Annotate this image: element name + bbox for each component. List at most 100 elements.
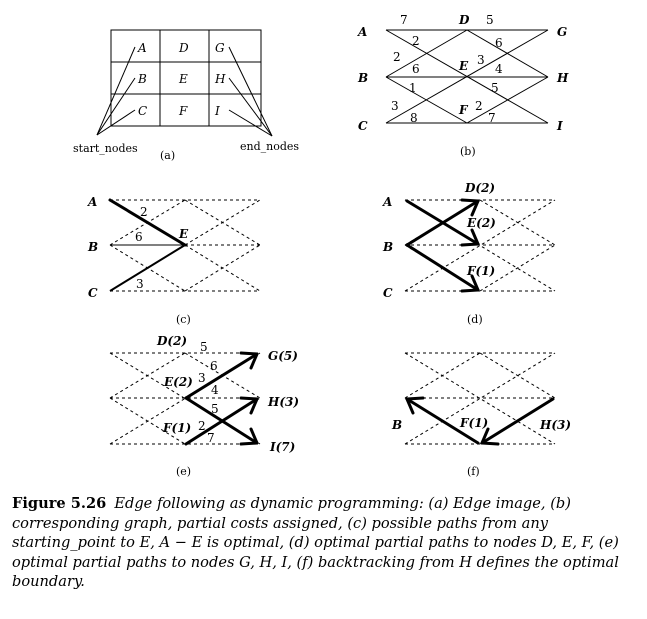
panel-e: D(2) E(2) F(1) G(5) H(3) I(7) 5 6 3 4 5 … (109, 334, 299, 478)
node-A: A (382, 195, 392, 209)
node-C: C (358, 119, 368, 133)
figure-caption-text: Edge following as dynamic programming: (… (12, 495, 619, 590)
node-label-F: F(1) (466, 264, 495, 278)
cost-DH: 6 (495, 36, 503, 50)
optimal-arrow-E-I (184, 396, 259, 445)
node-label-F: F(1) (459, 416, 488, 430)
cost-DG: 5 (486, 13, 494, 27)
panel-b: A D G B E H C F I 7 5 2 6 2 6 3 4 1 5 3 … (357, 13, 569, 158)
panel-caption-e: (e) (176, 465, 191, 478)
cost-DG: 5 (200, 340, 208, 354)
node-label-E: E(2) (466, 216, 496, 230)
node-I: I (556, 119, 563, 133)
grid-cell-G: G (215, 41, 225, 55)
figure-number: Figure 5.26 (12, 495, 107, 512)
panel-d: A B C D(2) E(2) F(1) (d) (382, 181, 556, 326)
arrowhead (239, 351, 259, 370)
node-B: B (87, 240, 98, 254)
grid-cell-B: B (137, 72, 147, 86)
graph-edge (385, 76, 468, 124)
backtrack-arrow-H-F (480, 397, 555, 445)
graph-edge (479, 244, 556, 292)
arrowhead (239, 427, 259, 446)
node-H: H (556, 71, 569, 85)
node-label-I: I(7) (269, 440, 295, 454)
node-label-B: B (391, 418, 402, 432)
cost-CE: 3 (391, 99, 399, 113)
optimal-path-A-E (108, 198, 187, 247)
end-pointer-line (228, 46, 273, 137)
graph-edge (385, 29, 549, 124)
node-E: E (458, 59, 469, 73)
cost-AE: 2 (140, 205, 148, 219)
node-D: D (458, 13, 470, 27)
node-C: C (88, 286, 98, 300)
cost-EH: 4 (211, 383, 219, 397)
arrowhead (460, 228, 480, 247)
end-pointer-line (228, 77, 273, 137)
arrowhead (239, 396, 259, 415)
node-G: G (557, 25, 567, 39)
cost-BE: 6 (135, 230, 143, 244)
node-label-E: E(2) (163, 375, 193, 389)
panel-f: B F(1) H(3) (f) (391, 352, 571, 478)
node-F: F (458, 103, 469, 117)
graph-edge (404, 352, 481, 399)
node-A: A (87, 195, 97, 209)
grid-cell-F: F (178, 104, 188, 118)
graph-edge (404, 199, 556, 292)
end-pointer-line (228, 109, 273, 137)
cost-BF: 1 (409, 81, 417, 95)
panel-caption-b: (b) (460, 145, 476, 158)
arrowhead (405, 396, 425, 415)
graph-edge (404, 352, 556, 445)
grid-frame (110, 29, 262, 127)
grid-cell-C: C (138, 104, 147, 118)
graph-edge (479, 199, 556, 246)
cost-BE: 6 (412, 62, 420, 76)
graph-edge (109, 397, 186, 445)
cost-BD: 2 (393, 50, 401, 64)
node-A: A (357, 25, 367, 39)
cost-EH: 4 (495, 62, 503, 76)
graph-edge (385, 29, 468, 78)
cost-FH: 2 (475, 99, 483, 113)
cost-AD: 7 (400, 13, 408, 27)
cost-CE: 3 (136, 277, 144, 291)
node-C: C (383, 286, 393, 300)
graph-edge (184, 244, 261, 292)
panel-caption-a: (a) (160, 149, 175, 162)
path-C-E (109, 244, 186, 292)
panel-caption-c: (c) (176, 313, 191, 326)
graph-edge (466, 29, 549, 78)
panel-a: A D G B E H C F I start_nodes end_nodes … (73, 29, 299, 162)
node-B: B (382, 240, 393, 254)
graph-edge (404, 199, 556, 292)
node-E: E (178, 227, 189, 241)
grid-cell-H: H (214, 72, 226, 86)
cost-CF: 8 (410, 111, 418, 125)
node-label-H: H(3) (267, 395, 299, 409)
node-label-D: D(2) (156, 334, 187, 348)
optimal-arrow-A-E (405, 199, 480, 246)
start-pointer-line (96, 46, 136, 136)
grid-cell-I: I (214, 104, 220, 118)
graph-edge (109, 352, 186, 399)
start-nodes-label: start_nodes (73, 142, 138, 155)
graph-edge (479, 352, 556, 399)
cost-EG: 3 (198, 371, 206, 385)
optimal-arrow-E-G (184, 352, 259, 400)
graph-edge (184, 199, 261, 246)
cost-EI: 5 (491, 81, 499, 95)
node-label-H: H(3) (539, 418, 571, 432)
cost-EI: 5 (211, 402, 219, 416)
start-pointer-line (96, 77, 136, 136)
cost-FH: 2 (198, 419, 206, 433)
end-nodes-label: end_nodes (240, 140, 299, 153)
cost-EG: 3 (477, 53, 485, 67)
optimal-arrow-B-F (405, 243, 480, 292)
node-label-D: D(2) (464, 181, 495, 195)
arrowhead (460, 274, 480, 293)
